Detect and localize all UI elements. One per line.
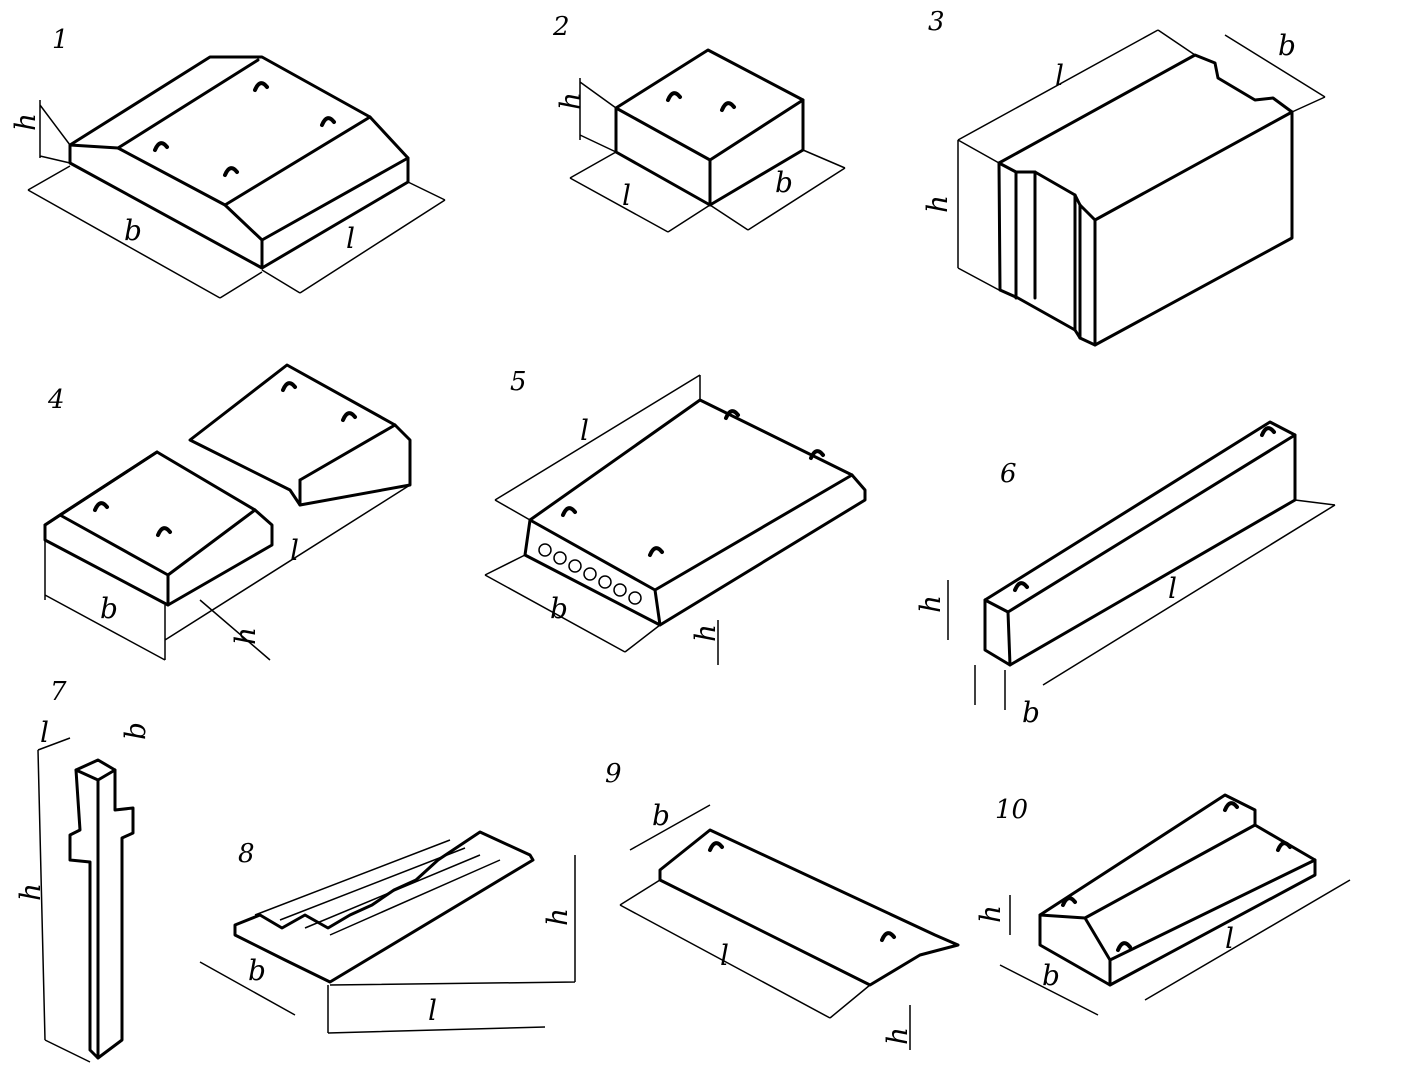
item-9-number: 9 <box>605 759 622 789</box>
item-9-dim-b: b <box>652 799 670 832</box>
item-9-dim-h: h <box>881 1027 914 1045</box>
item-8-number: 8 <box>238 839 255 869</box>
item-2-dim-l: l <box>622 179 631 212</box>
item-5-number: 5 <box>510 367 527 397</box>
item-7-dim-b: b <box>119 722 152 740</box>
item-3-dim-b: b <box>1278 29 1296 62</box>
item-8-stair-flight: 8 b h l <box>199 830 576 1034</box>
item-2-dim-b: b <box>775 166 793 199</box>
item-4-slab-pair: 4 b l h <box>43 363 412 661</box>
item-6-dim-l: l <box>1168 572 1177 605</box>
item-7-dim-h: h <box>14 883 47 901</box>
item-7-number: 7 <box>50 677 67 707</box>
item-5-dim-h: h <box>689 624 722 642</box>
item-9-dim-l: l <box>720 939 729 972</box>
item-10-dim-l: l <box>1225 922 1234 955</box>
item-8-dim-l: l <box>428 994 437 1027</box>
item-2-dim-h: h <box>554 92 587 110</box>
item-6-number: 6 <box>1000 459 1017 489</box>
item-10-dim-b: b <box>1042 959 1060 992</box>
item-2-number: 2 <box>552 12 570 42</box>
item-10-dim-h: h <box>974 905 1007 923</box>
item-6-dim-h: h <box>914 595 947 613</box>
item-5-hollow-core-slab: 5 l b h <box>484 367 867 665</box>
item-7-dim-l: l <box>40 716 49 749</box>
item-10-number: 10 <box>995 795 1028 825</box>
item-5-dim-b: b <box>550 592 568 625</box>
item-5-dim-l: l <box>580 414 589 447</box>
item-4-number: 4 <box>47 385 65 415</box>
item-3-large-block: 3 l b h <box>921 7 1326 347</box>
item-3-dim-l: l <box>1055 59 1064 92</box>
item-4-dim-b: b <box>100 592 118 625</box>
item-2-wall-block: 2 h l b <box>552 12 846 233</box>
item-1-dim-b: b <box>124 214 142 247</box>
item-1-foundation-block: 1 h b l <box>9 25 446 299</box>
item-10-channel-slab: 10 h b l <box>974 793 1351 1016</box>
item-6-lintel: 6 h l b <box>914 420 1336 729</box>
item-3-dim-h: h <box>921 195 954 213</box>
item-1-dim-l: l <box>346 222 355 255</box>
item-8-dim-h: h <box>541 908 574 926</box>
item-4-dim-l: l <box>290 534 299 567</box>
item-1-number: 1 <box>52 25 69 55</box>
item-7-column: 7 l b h <box>14 677 152 1063</box>
item-3-number: 3 <box>928 7 945 37</box>
item-6-dim-b: b <box>1022 696 1040 729</box>
item-8-dim-b: b <box>248 954 266 987</box>
item-1-dim-h: h <box>9 113 42 131</box>
item-9-landing-slab: 9 b l h <box>605 759 960 1050</box>
item-4-dim-h: h <box>229 627 262 645</box>
